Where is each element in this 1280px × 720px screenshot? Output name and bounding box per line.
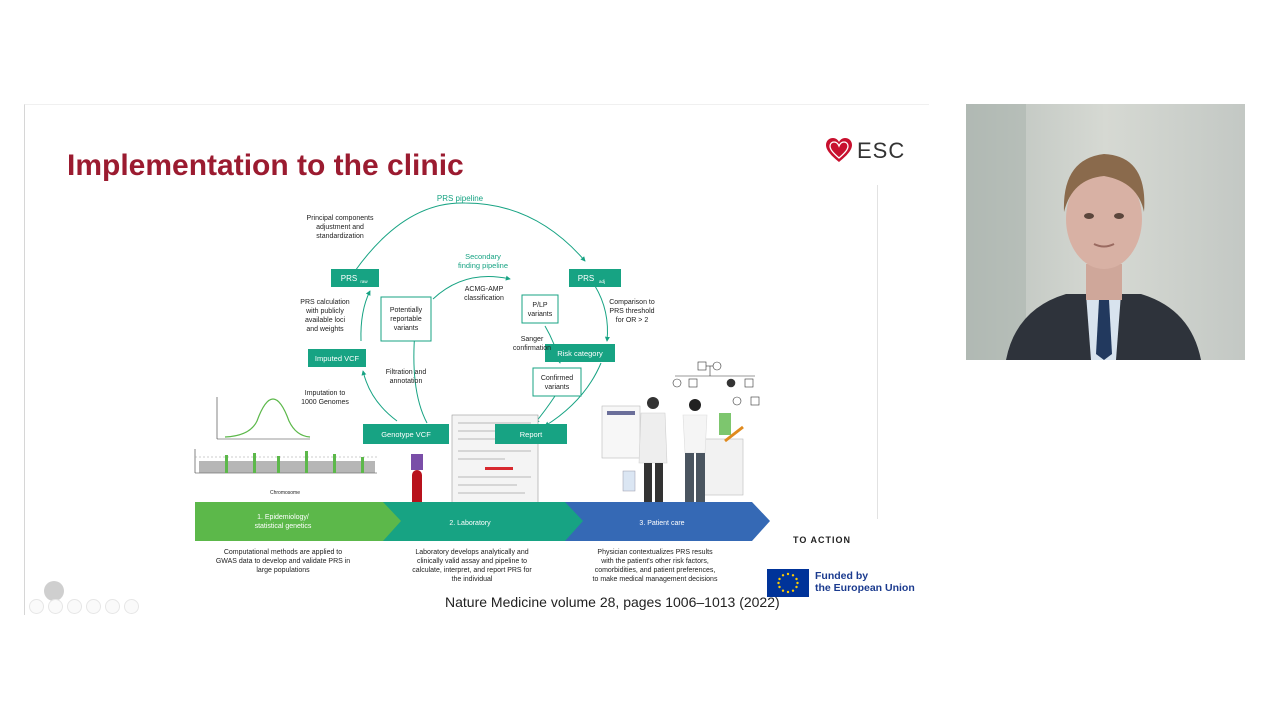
potentially-3: variants — [394, 325, 419, 332]
stage1-label-1: 1. Epidemiology/ — [257, 514, 309, 521]
desc3-3: comorbidities, and patient preferences, — [595, 567, 716, 574]
genotype-vcf-label: Genotype VCF — [381, 430, 431, 439]
zoom-button[interactable] — [105, 599, 120, 614]
confirmed-variants-box — [532, 367, 582, 397]
prs-pipeline-label: PRS pipeline — [437, 194, 484, 203]
secondary-label-2: finding pipeline — [458, 261, 508, 270]
potentially-2: reportable — [390, 316, 422, 323]
pen-tool-button[interactable] — [67, 599, 82, 614]
citation: Nature Medicine volume 28, pages 1006–10… — [445, 594, 780, 610]
note-imputation-2: 1000 Genomes — [301, 399, 349, 406]
risk-category-box — [545, 344, 615, 362]
note-prs-calc-2: with publicly — [305, 308, 344, 315]
previous-slide-button[interactable] — [29, 599, 44, 614]
note-sanger-2: confirmation — [513, 345, 551, 352]
toaction-logo: TO ACTION — [793, 535, 851, 545]
desc3-4: to make medical management decisions — [593, 576, 718, 583]
desc2-4: the individual — [452, 576, 493, 583]
plp-variants-box — [521, 294, 559, 324]
bell-curve-graphic — [216, 397, 311, 440]
prs-diagram: PRS pipeline Secondary finding pipeline … — [194, 194, 770, 583]
plp-1: P/LP — [532, 302, 548, 309]
manhattan-xlabel: Chromosome — [270, 490, 300, 496]
plp-2: variants — [528, 311, 553, 318]
desc1-2: GWAS data to develop and validate PRS in — [216, 558, 350, 565]
patient-care-graphic — [601, 361, 760, 505]
desc2-1: Laboratory develops analytically and — [415, 549, 528, 556]
imputed-vcf-label: Imputed VCF — [315, 354, 360, 363]
potentially-reportable-box — [380, 296, 432, 342]
stage1-label-2: statistical genetics — [255, 523, 312, 530]
stage2-label: 2. Laboratory — [449, 520, 491, 527]
report-label: Report — [520, 430, 543, 439]
blood-tube-graphic — [411, 454, 423, 510]
heart-icon — [826, 138, 852, 162]
stage1-arrow — [195, 502, 405, 541]
note-comparison-1: Comparison to — [609, 299, 655, 306]
note-pca-1: Principal components — [307, 215, 374, 222]
desc2-3: calculate, interpret, and report PRS for — [412, 567, 532, 574]
note-pca-2: adjustment and — [316, 224, 364, 231]
eu-funding-line1: Funded by — [815, 570, 869, 582]
prs-raw-sub: raw — [360, 279, 368, 284]
manhattan-plot: Chromosome — [194, 449, 377, 496]
divider — [877, 185, 878, 519]
note-filtration-2: annotation — [390, 378, 423, 385]
presentation-slide: Implementation to the clinic ESC PRS pip… — [24, 104, 929, 615]
potentially-1: Potentially — [390, 307, 423, 314]
stage3-arrow — [565, 502, 770, 541]
confirmed-2: variants — [545, 384, 570, 391]
note-prs-calc-4: and weights — [306, 326, 344, 333]
slide-nav-controls — [29, 599, 139, 614]
more-options-button[interactable] — [124, 599, 139, 614]
presenter-video — [966, 104, 1245, 360]
stage3-label: 3. Patient care — [639, 520, 684, 527]
note-comparison-3: for OR > 2 — [616, 317, 649, 324]
report-box — [495, 424, 567, 444]
prs-adj-box — [569, 269, 621, 287]
note-imputation-1: Imputation to — [305, 390, 346, 397]
prs-raw-label: PRS — [341, 274, 357, 283]
slides-overview-button[interactable] — [86, 599, 101, 614]
note-prs-calc-1: PRS calculation — [300, 299, 350, 306]
esc-logo: ESC — [825, 137, 905, 165]
eu-funding-text: Funded by the European Union — [815, 570, 915, 594]
genotype-vcf-box — [363, 424, 449, 444]
next-slide-button[interactable] — [48, 599, 63, 614]
secondary-label-1: Secondary — [465, 252, 501, 261]
desc3-1: Physician contextualizes PRS results — [597, 549, 713, 556]
esc-logo-text: ESC — [857, 138, 906, 163]
prs-raw-box — [331, 269, 379, 287]
eu-funding-line2: the European Union — [815, 582, 915, 594]
note-comparison-2: PRS threshold — [609, 308, 654, 315]
confirmed-1: Confirmed — [541, 375, 573, 382]
report-lines — [458, 422, 531, 494]
note-acmg-2: classification — [464, 295, 504, 302]
laser-pointer — [44, 581, 64, 601]
note-pca-3: standardization — [316, 233, 364, 240]
risk-category-label: Risk category — [557, 349, 603, 358]
imputed-vcf-box — [308, 349, 366, 367]
prs-adj-label: PRS — [578, 274, 594, 283]
desc2-2: clinically valid assay and pipeline to — [417, 558, 527, 565]
report-highlight — [485, 467, 513, 470]
desc3-2: with the patient's other risk factors, — [600, 558, 709, 565]
note-acmg-1: ACMG-AMP — [465, 286, 504, 293]
desc1-3: large populations — [256, 567, 310, 574]
desc1-1: Computational methods are applied to — [224, 549, 342, 556]
slide-title: Implementation to the clinic — [67, 149, 464, 182]
note-filtration-1: Filtration and — [386, 369, 427, 376]
prs-adj-sub: adj — [599, 279, 605, 284]
note-sanger-1: Sanger — [521, 336, 544, 343]
stage2-arrow — [383, 502, 588, 541]
eu-flag-icon — [767, 569, 809, 597]
note-prs-calc-3: available loci — [305, 317, 346, 324]
